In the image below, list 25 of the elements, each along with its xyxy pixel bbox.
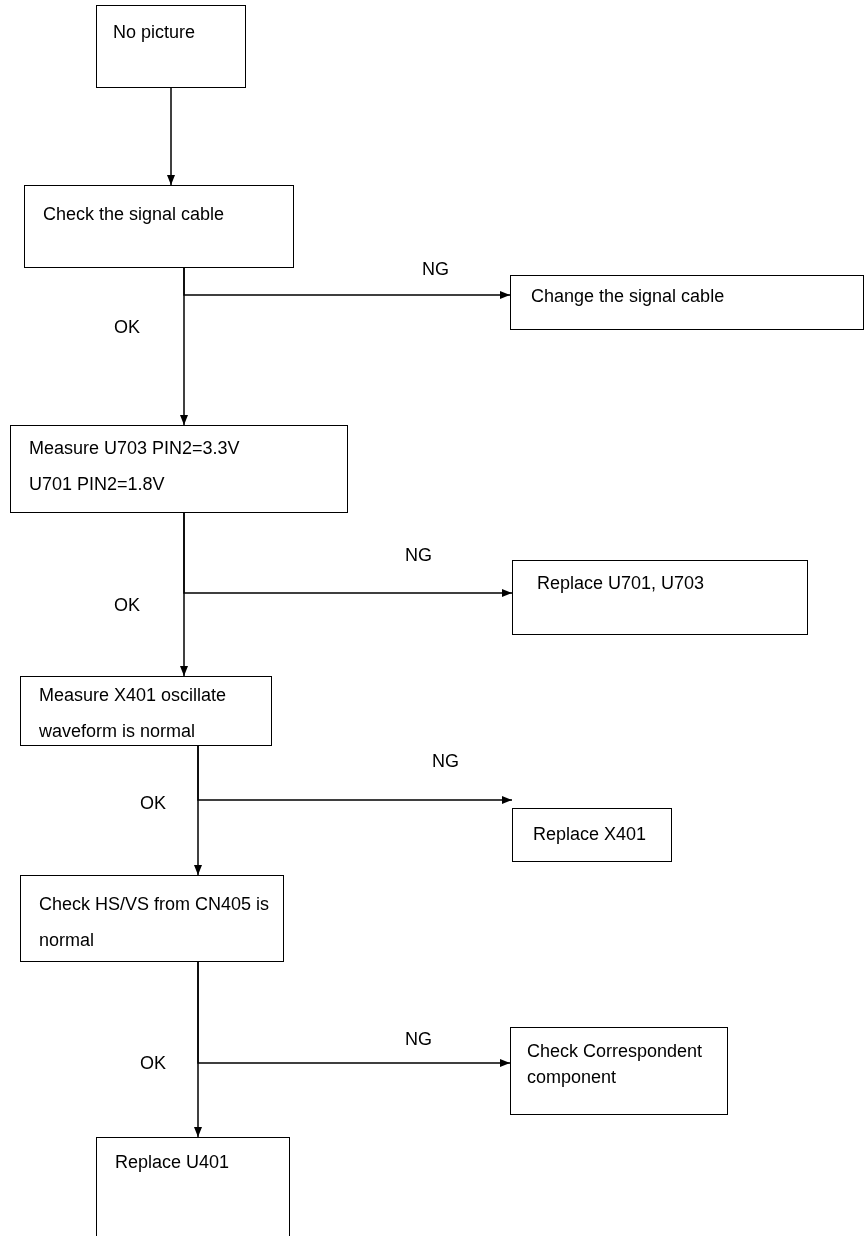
arrow	[183, 267, 511, 300]
process-box	[512, 808, 672, 862]
box-text: Measure X401 oscillate waveform is normal	[39, 684, 228, 743]
process-box	[510, 275, 864, 330]
process-box	[96, 1137, 290, 1236]
arrow	[166, 87, 176, 186]
box-text: No picture	[113, 21, 197, 44]
box-text: Change the signal cable	[531, 285, 726, 308]
process-box	[512, 560, 808, 635]
box-text: Replace U401	[115, 1151, 231, 1174]
box-text: Measure U703 PIN2=3.3V U701 PIN2=1.8V	[29, 437, 241, 496]
process-box	[10, 425, 348, 513]
box-text: Replace X401	[533, 823, 648, 846]
process-box	[96, 5, 246, 88]
process-box	[20, 875, 284, 962]
arrow	[197, 745, 513, 805]
box-text: Check HS/VS from CN405 is normal	[39, 893, 271, 952]
box-text: Check the signal cable	[43, 203, 226, 226]
arrow	[183, 512, 513, 598]
box-text: Replace U701, U703	[537, 572, 706, 595]
process-box	[510, 1027, 728, 1115]
box-text: Check Correspondent component	[527, 1040, 704, 1089]
process-box	[20, 676, 272, 746]
arrow	[197, 961, 511, 1068]
process-box	[24, 185, 294, 268]
